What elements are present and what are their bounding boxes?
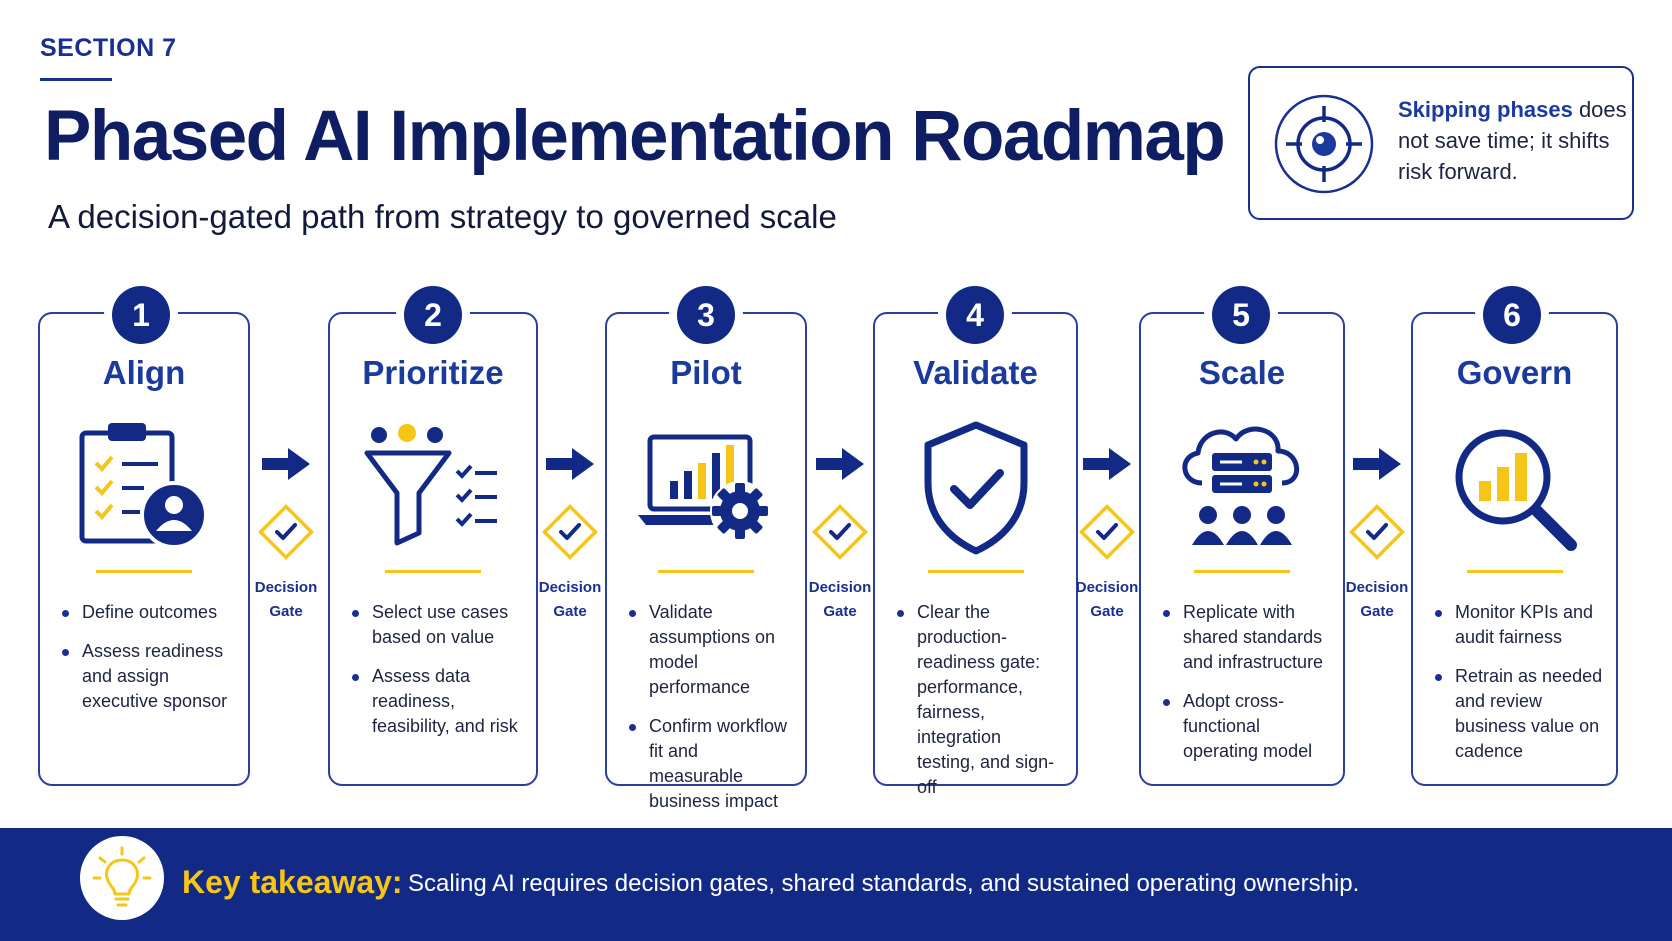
bullet-item: Retrain as needed and review business va… [1435,664,1604,764]
gate-check-icon [1349,504,1405,560]
gate-label-line: Decision [808,579,872,596]
phase-card-scale: Scale Replicate with shared standards an… [1139,312,1345,786]
arrow-right-icon [546,448,594,480]
laptop-chart-gear-icon [638,434,770,541]
magnifier-chart-icon [1455,429,1577,551]
phase-divider [1466,570,1563,573]
bullet-item: Clear the production-readiness gate: per… [897,600,1064,800]
gate-label-line: Gate [553,603,587,620]
bullet-item: Select use cases based on value [352,600,524,650]
phase-title: Scale [1198,354,1286,391]
takeaway-icon-circle [80,836,164,920]
gate-label-line: Decision [1075,579,1139,596]
phase-divider [1194,570,1290,573]
gate-check-icon [812,504,868,560]
phase-number-badge: 3 [677,286,735,344]
funnel-checklist-icon [364,424,497,546]
page-subtitle: A decision-gated path from strategy to g… [48,198,837,235]
phase-title: Pilot [670,354,742,391]
bullet-item: Monitor KPIs and audit fairness [1435,600,1604,650]
gate-check-icon [1079,504,1135,560]
gate-label-line: Decision [538,579,602,596]
bullet-item: Adopt cross-functional operating model [1163,689,1331,764]
lightbulb-icon [92,846,152,907]
arrow-right-icon [816,448,864,480]
gate-check-icon [542,504,598,560]
bullet-item: Replicate with shared standards and infr… [1163,600,1331,675]
gate-label-line: Gate [1090,603,1124,620]
bullet-item: Define outcomes [62,600,236,625]
page-title: Phased AI Implementation Roadmap [44,97,1226,176]
bullet-item: Confirm workflow fit and measurable busi… [629,714,793,814]
gate-label-line: Decision [1345,579,1409,596]
phase-card-validate: Validate Clear the production-readiness … [873,312,1078,797]
phase-title: Validate [913,354,1038,391]
arrow-right-icon [1083,448,1131,480]
gate-label-line: Gate [269,603,303,620]
phase-number-badge: 1 [112,286,170,344]
takeaway-text: Scaling AI requires decision gates, shar… [408,870,1360,897]
phase-card-prioritize: Prioritize Select use cases based on val… [328,312,538,786]
callout-box: Skipping phases does not save time; it s… [1248,66,1634,220]
bullet-item: Assess data readiness, feasibility, and … [352,664,524,739]
gate-label-line: Gate [1360,603,1394,620]
phase-bullets: Select use cases based on value Assess d… [352,600,524,753]
phase-number-badge: 2 [404,286,462,344]
phase-divider [385,570,481,573]
gate-check-icon [258,504,314,560]
gate-label-line: Decision [254,579,318,596]
section-underline [40,78,112,81]
phase-divider [927,570,1024,573]
bullet-item: Assess readiness and assign executive sp… [62,639,236,714]
target-icon [1274,94,1374,194]
callout-body: does not save time; it shifts risk forwa… [1398,97,1627,184]
shield-check-icon [924,421,1027,555]
phase-title: Govern [1456,354,1573,391]
clipboard-user-icon [79,423,208,549]
callout-text: Skipping phases does not save time; it s… [1398,94,1628,187]
phase-bullets: Clear the production-readiness gate: per… [897,600,1064,814]
phase-bullets: Replicate with shared standards and infr… [1163,600,1331,778]
section-label: SECTION 7 [40,34,177,62]
takeaway-label: Key takeaway: [182,864,403,900]
callout-highlight: Skipping phases [1398,97,1573,122]
phase-bullets: Validate assumptions on model performanc… [629,600,793,828]
phase-title: Prioritize [362,354,504,391]
phase-number-badge: 6 [1483,286,1541,344]
phase-number-badge: 5 [1212,286,1270,344]
phase-number-badge: 4 [946,286,1004,344]
phase-title: Align [102,354,186,391]
cloud-server-team-icon [1182,426,1300,545]
phase-bullets: Define outcomes Assess readiness and ass… [62,600,236,728]
arrow-right-icon [1353,448,1401,480]
phase-card-pilot: Pilot Validate assumptions on model perf… [605,312,807,811]
phase-divider [96,570,192,573]
phase-card-align: Align Define outcomes Assess readiness a… [38,312,250,786]
phase-divider [658,570,754,573]
bullet-item: Validate assumptions on model performanc… [629,600,793,700]
gate-label-line: Gate [823,603,857,620]
phase-card-govern: Govern Monitor KPIs and audit fairness R… [1411,312,1618,786]
phase-bullets: Monitor KPIs and audit fairness Retrain … [1435,600,1604,778]
takeaway-banner [0,828,1672,941]
arrow-right-icon [262,448,310,480]
